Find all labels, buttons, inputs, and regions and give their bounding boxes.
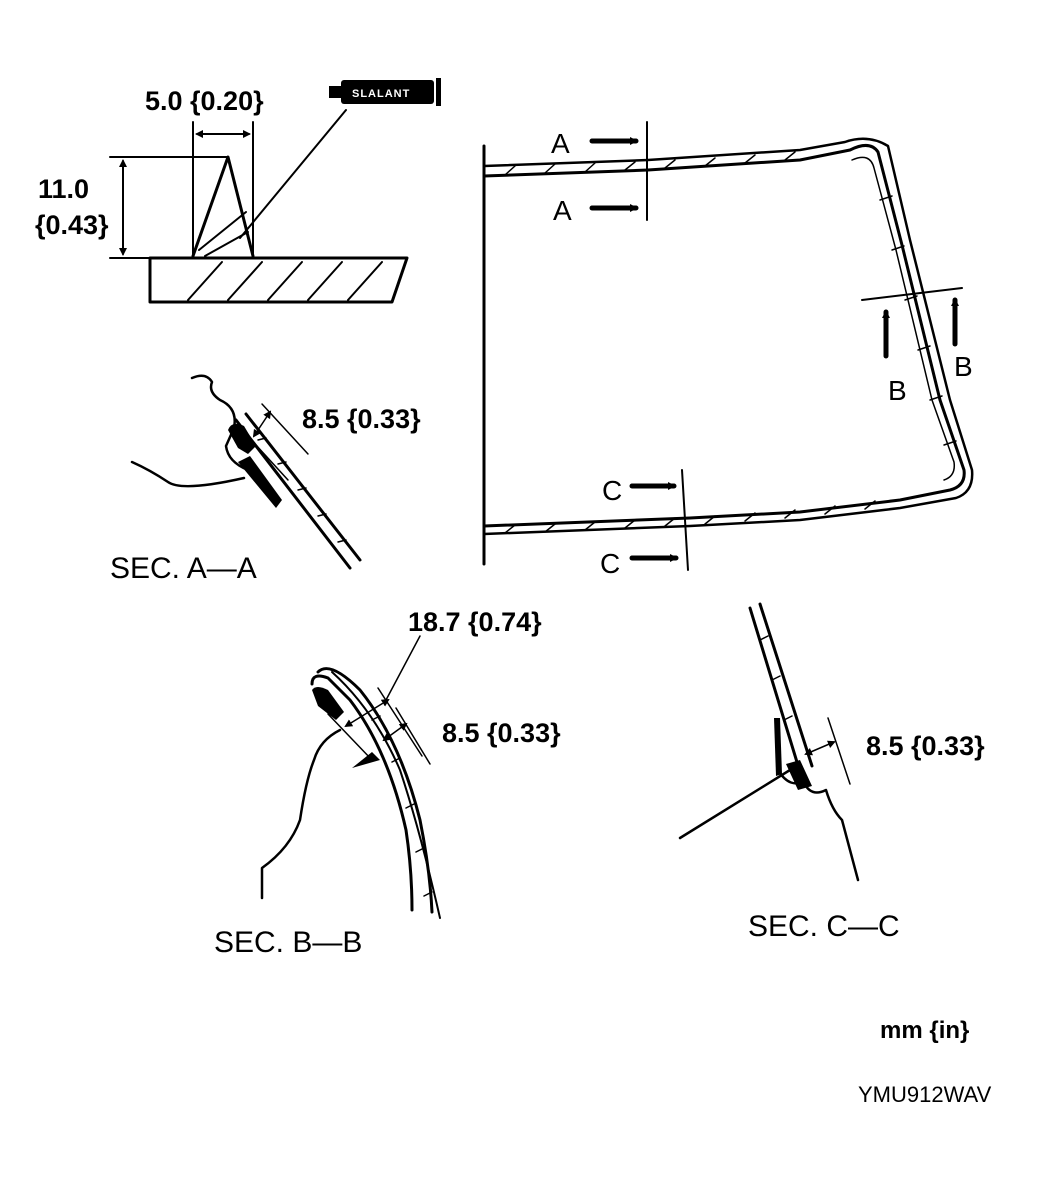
marker-a-top: A (551, 128, 570, 159)
section-b-b: 18.7 {0.74} 8.5 {0.33} SEC. B—B (214, 607, 561, 959)
marker-c-bottom: C (600, 548, 620, 579)
section-a-title: SEC. A—A (110, 552, 257, 585)
figure-code: YMU912WAV (858, 1082, 992, 1107)
marker-b-right: B (954, 351, 973, 382)
marker-a-bottom: A (553, 195, 572, 226)
section-a-a: 8.5 {0.33} SEC. A—A (110, 374, 421, 585)
section-c-c: 8.5 {0.33} SEC. C—C (678, 602, 985, 943)
section-b-dimension-inner: 8.5 {0.33} (442, 718, 561, 748)
section-a-dimension: 8.5 {0.33} (302, 404, 421, 434)
sealant-width-label: 5.0 {0.20} (145, 86, 264, 116)
sealant-tube-icon: SLALANT (329, 78, 441, 106)
sealant-tube-label: SLALANT (352, 88, 410, 100)
sealant-bead-detail: SLALANT 5.0 {0.20} 11.0 {0.43} (35, 78, 441, 304)
marker-c-top: C (602, 475, 622, 506)
sealant-height-label-in: {0.43} (35, 210, 109, 240)
units-label: mm {in} (880, 1017, 969, 1044)
section-c-title: SEC. C—C (748, 910, 900, 943)
sealant-height-label: 11.0 (38, 174, 89, 204)
marker-b-left: B (888, 375, 907, 406)
section-c-dimension: 8.5 {0.33} (866, 731, 985, 761)
section-b-title: SEC. B—B (214, 926, 362, 959)
windshield-view: A A B B C C (482, 121, 974, 579)
section-b-dimension-outer: 18.7 {0.74} (408, 607, 542, 637)
